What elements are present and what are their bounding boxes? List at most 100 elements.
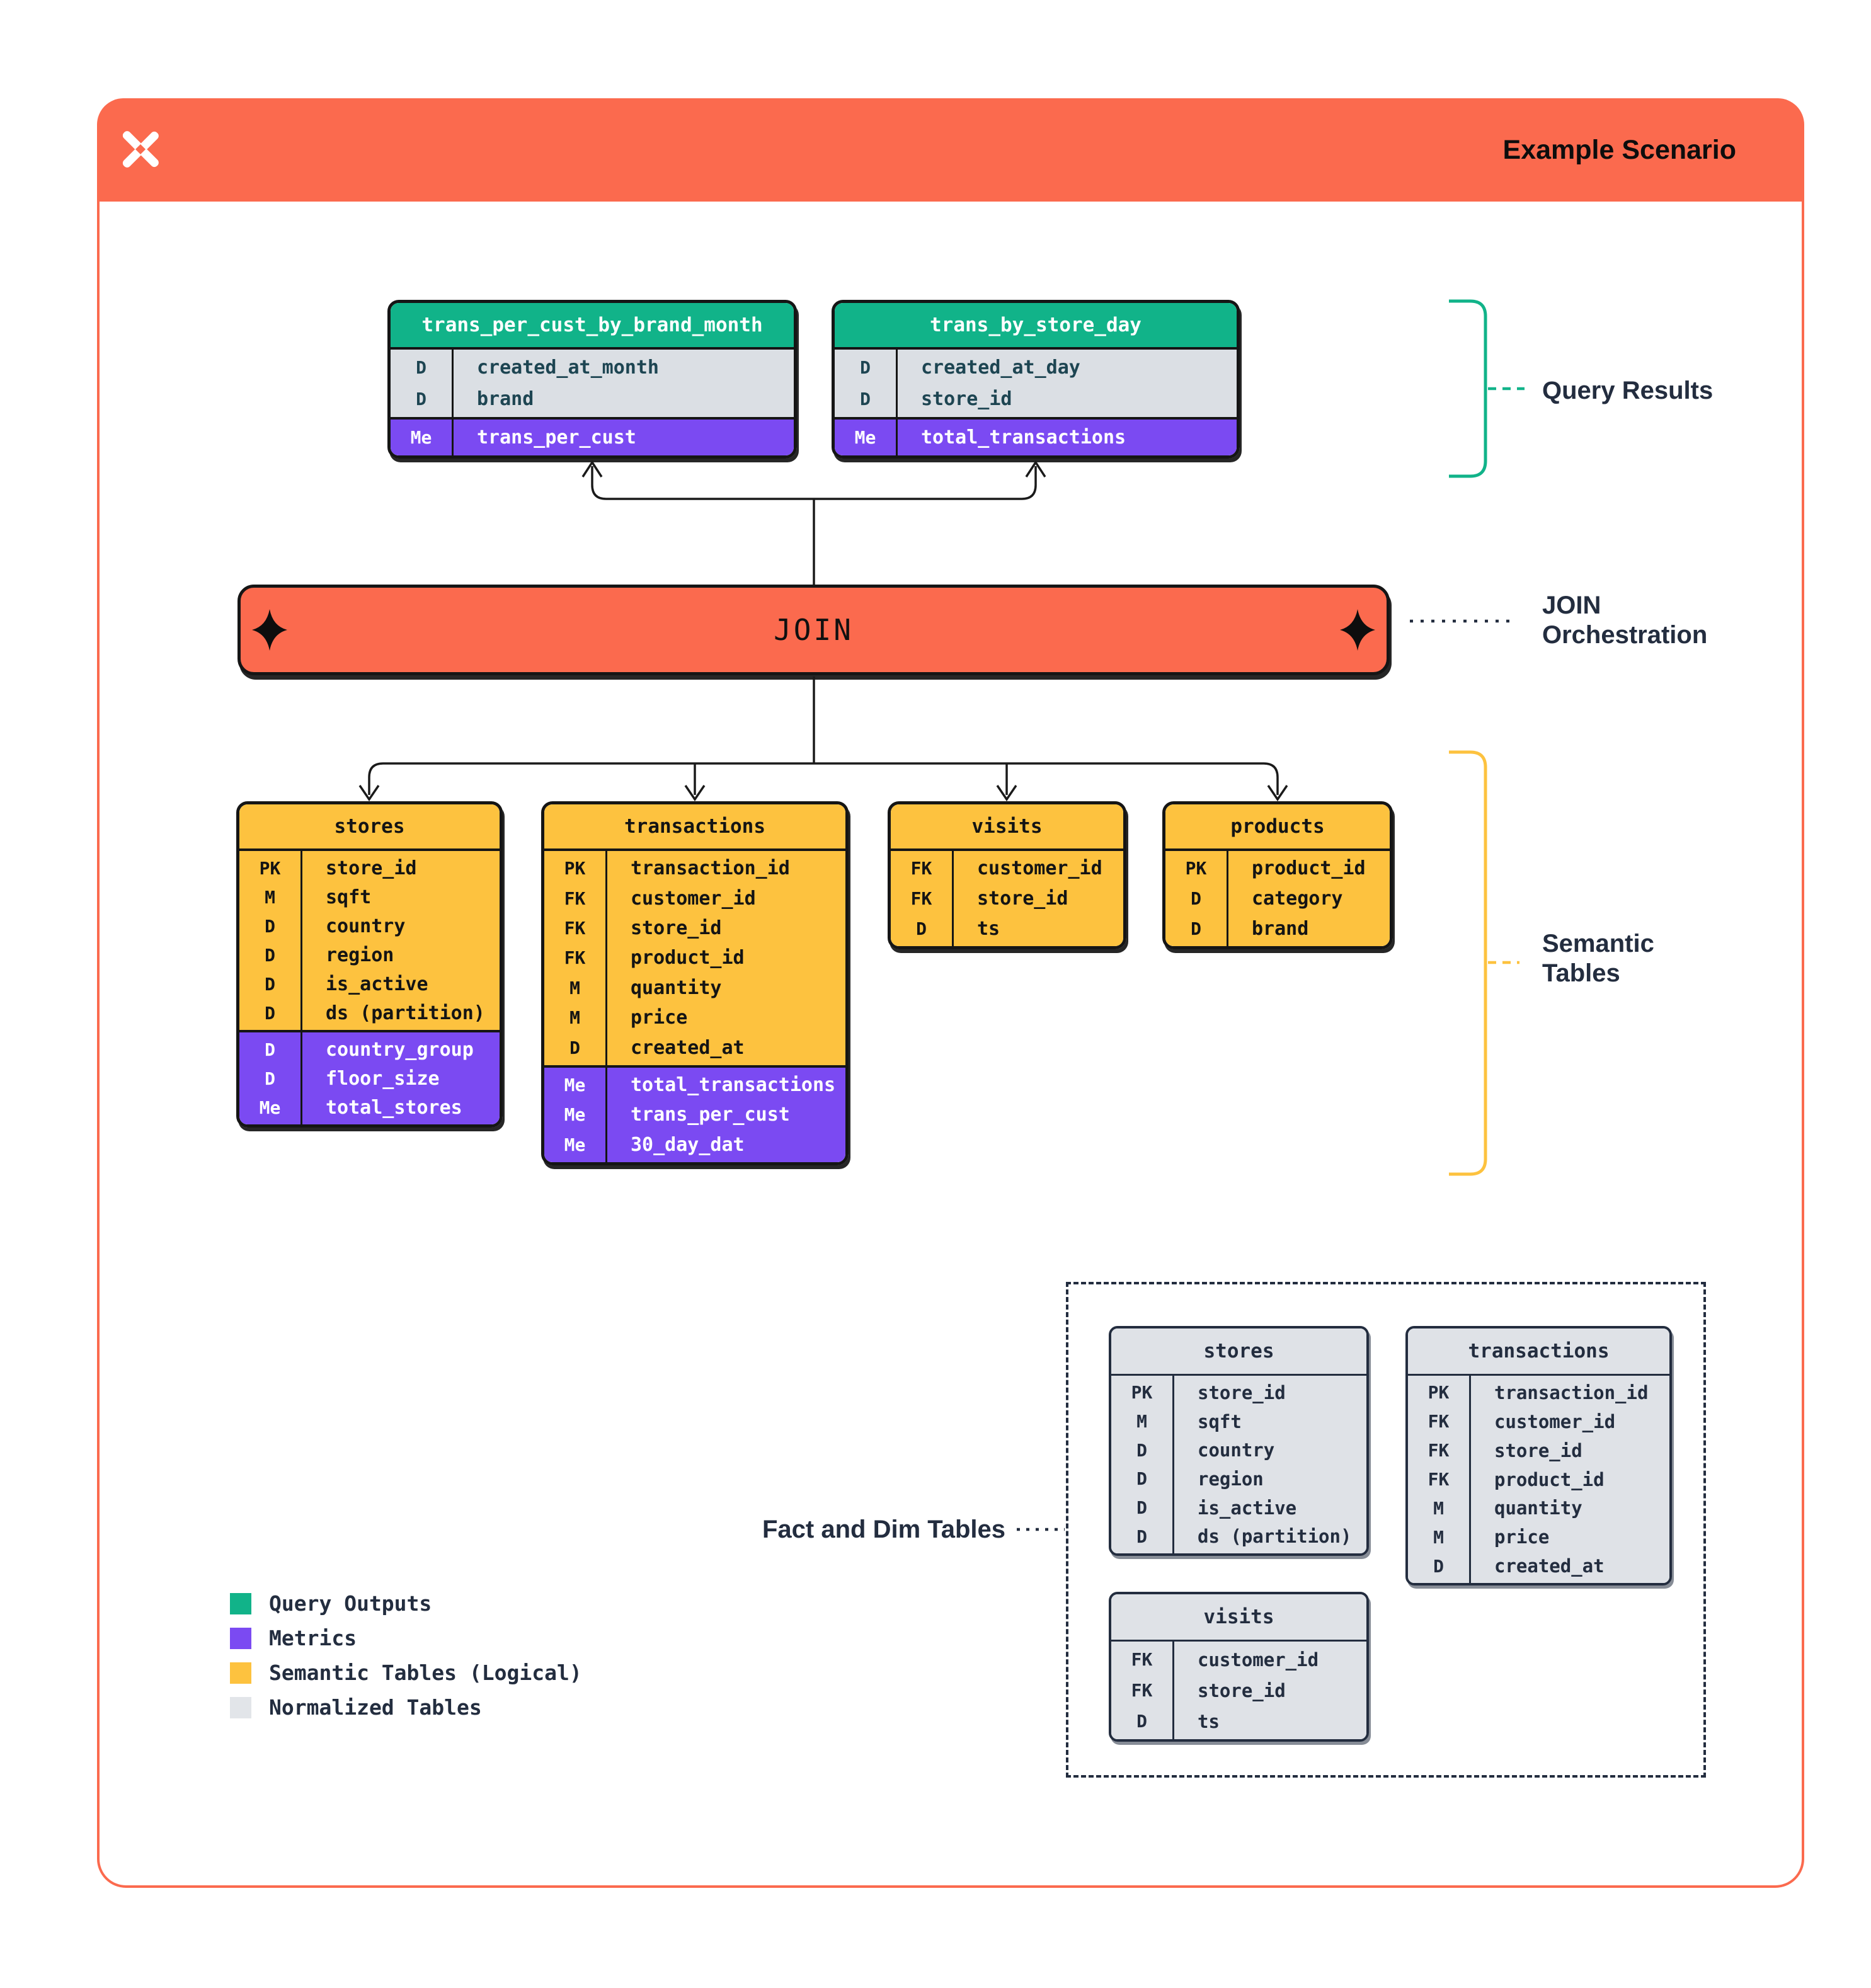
column-name: ds (partition) xyxy=(326,1002,485,1024)
column-key: D xyxy=(1136,1497,1147,1519)
column-key: D xyxy=(265,973,275,995)
column-key: D xyxy=(1136,1468,1147,1490)
legend-label: Normalized Tables xyxy=(269,1695,482,1720)
key-column-divider xyxy=(1469,1376,1471,1583)
legend-label: Query Outputs xyxy=(269,1591,432,1616)
column-name: country xyxy=(326,915,406,937)
table-title: transactions xyxy=(1408,1328,1669,1376)
join-bar: JOIN xyxy=(237,585,1390,675)
query-results-label: Query Results xyxy=(1542,377,1714,404)
table-title: trans_by_store_day xyxy=(835,303,1237,350)
column-name: store_id xyxy=(326,857,417,879)
key-column-divider xyxy=(896,419,898,455)
column-name: store_id xyxy=(1198,1679,1286,1701)
card-header: Example Scenario xyxy=(97,98,1804,202)
column-key: PK xyxy=(1185,858,1207,879)
key-column-divider xyxy=(605,851,607,1065)
column-key: Me xyxy=(564,1134,586,1155)
table-title: stores xyxy=(239,804,500,851)
key-column-divider xyxy=(300,851,302,1030)
column-key: FK xyxy=(564,888,586,909)
column-name: store_id xyxy=(977,888,1068,910)
key-column-divider xyxy=(1227,851,1228,946)
column-key: D xyxy=(569,1037,580,1058)
join-orchestration-label: JOIN Orchestration xyxy=(1542,591,1708,649)
column-name: quantity xyxy=(631,976,722,999)
table-title: stores xyxy=(1111,1328,1366,1376)
column-key: M xyxy=(1136,1411,1147,1432)
column-key: PK xyxy=(259,857,281,879)
column-key: D xyxy=(860,388,871,409)
column-key: FK xyxy=(1131,1649,1153,1670)
legend-label: Metrics xyxy=(269,1626,357,1650)
column-key: D xyxy=(860,357,871,379)
table-title: visits xyxy=(891,804,1123,851)
legend-label: Semantic Tables (Logical) xyxy=(269,1660,582,1685)
column-name: sqft xyxy=(1198,1410,1242,1432)
column-name: total_stores xyxy=(326,1096,462,1119)
column-name: created_at_day xyxy=(921,357,1080,379)
column-key: D xyxy=(265,1039,275,1060)
column-name: ds (partition) xyxy=(1198,1526,1352,1548)
table-row: PK store_id xyxy=(239,854,500,883)
column-key: PK xyxy=(564,858,586,879)
column-name: region xyxy=(1198,1468,1264,1490)
table-title: transactions xyxy=(544,804,845,851)
column-key: D xyxy=(265,1068,275,1089)
key-column-divider xyxy=(952,851,954,946)
key-column-divider xyxy=(896,350,898,417)
column-name: customer_id xyxy=(1198,1648,1319,1671)
column-name: brand xyxy=(1252,917,1309,940)
table-title: trans_per_cust_by_brand_month xyxy=(391,303,794,350)
column-name: customer_id xyxy=(977,857,1102,880)
column-name: brand xyxy=(477,387,534,410)
column-name: total_transactions xyxy=(631,1074,836,1096)
column-key: M xyxy=(265,886,275,908)
column-name: created_at_month xyxy=(477,357,659,379)
column-name: ts xyxy=(977,917,1000,940)
semantic-tables-label: Semantic Tables xyxy=(1542,930,1654,987)
column-key: Me xyxy=(564,1104,586,1126)
column-key: FK xyxy=(910,858,932,879)
key-column-divider xyxy=(1172,1376,1174,1553)
column-name: transaction_id xyxy=(631,857,790,880)
key-column-divider xyxy=(605,1067,607,1162)
column-key: FK xyxy=(1428,1469,1450,1490)
column-name: trans_per_cust xyxy=(477,426,636,448)
column-key: D xyxy=(1136,1711,1147,1732)
column-key: Me xyxy=(259,1097,281,1118)
column-key: D xyxy=(265,944,275,966)
table-row: PK transaction_id xyxy=(544,854,845,883)
column-key: Me xyxy=(854,426,876,448)
